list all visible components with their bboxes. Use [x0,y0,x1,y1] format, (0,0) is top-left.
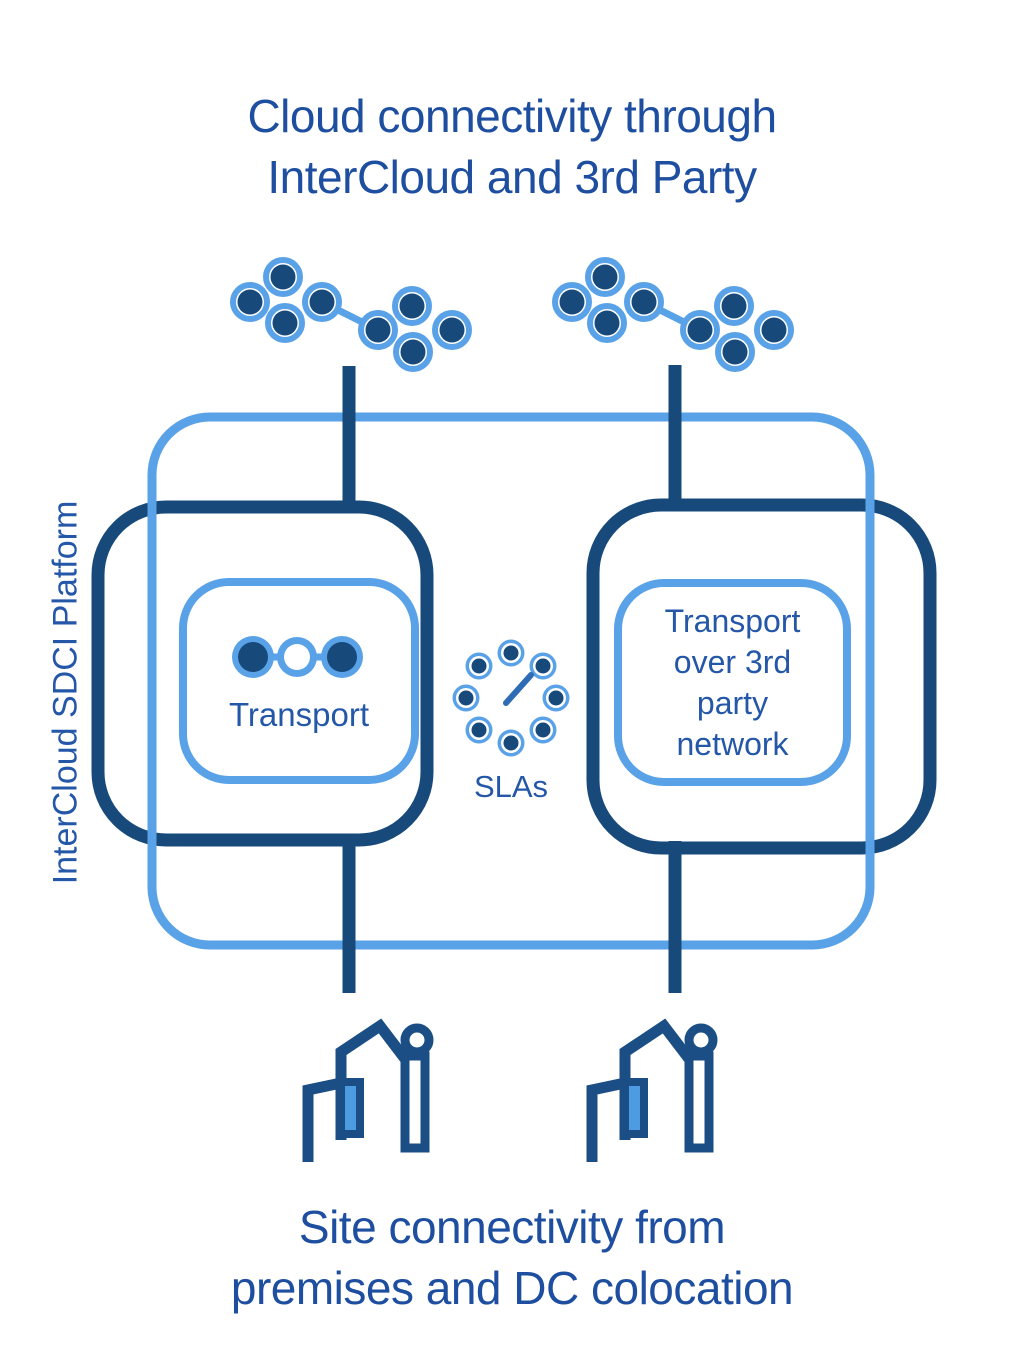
transport-3rd-party-line3: party [696,685,769,721]
building-lamp-icon-left [308,1026,429,1162]
intercloud-left-box [91,500,434,847]
transport-3rd-party-label: Transport over 3rd party network [618,601,847,765]
transport-3rd-party-line2: over 3rd [673,644,792,680]
page-title: Cloud connectivity through InterCloud an… [0,86,1024,208]
transport-inner-box [179,578,419,784]
transport-3rd-party-line1: Transport [664,603,801,639]
cloud-cluster-icon-left [233,260,469,369]
transport-3rd-party-inner-box [614,579,851,786]
footer-caption-line1: Site connectivity from [298,1201,726,1253]
sla-label: SLAs [473,769,549,804]
sdci-platform-outline [147,412,875,950]
platform-vertical-label: InterCloud SDCI Platform [46,500,85,885]
building-lamp-icon-right [592,1026,713,1162]
page-title-line2: InterCloud and 3rd Party [267,151,757,203]
transport-box-label: Transport [229,696,369,733]
footer-caption-line2: premises and DC colocation [230,1262,794,1314]
transport-3rd-party-line4: network [676,726,789,762]
connector-lines [342,365,682,993]
clock-dots-icon [452,639,570,757]
footer-caption: Site connectivity from premises and DC c… [0,1197,1024,1319]
cloud-cluster-icon-right [555,260,791,369]
node-link-icon [232,636,363,678]
intercloud-right-box [586,498,937,855]
page-title-line1: Cloud connectivity through [247,90,777,142]
